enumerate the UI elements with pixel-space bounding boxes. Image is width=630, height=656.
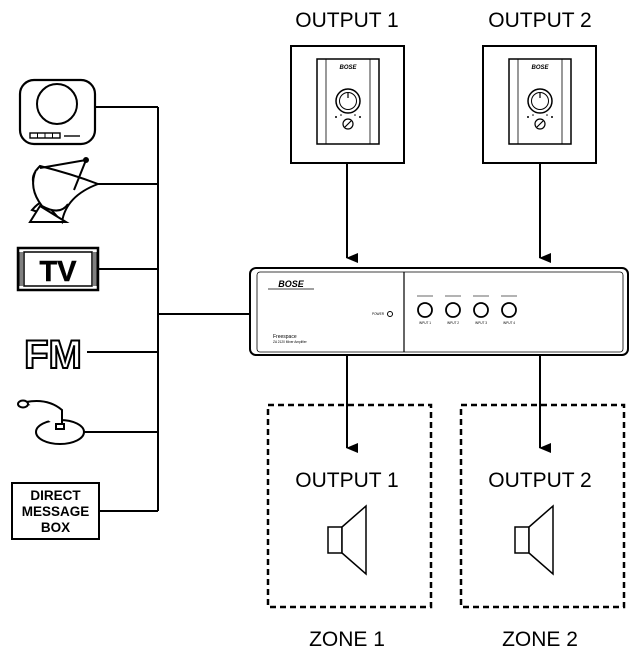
svg-text:INPUT 1: INPUT 1 (419, 321, 431, 325)
amp-brand: BOSE (278, 279, 305, 289)
speaker-icon (514, 504, 554, 576)
cd-player-icon (18, 78, 97, 146)
input-knob-1[interactable]: INPUT 1 (417, 302, 433, 325)
zone-2: OUTPUT 2 ZONE 2 (459, 403, 626, 651)
amp-model: Freespace (273, 334, 297, 340)
speaker-icon (327, 504, 367, 576)
zone2-output-label: OUTPUT 2 (488, 469, 591, 492)
microphone-icon (17, 399, 85, 445)
power-indicator (387, 311, 393, 317)
tv-icon: TV (16, 246, 100, 292)
input-knob-3[interactable]: INPUT 3 (473, 302, 489, 325)
wall-control-1-brand: BOSE (339, 65, 357, 71)
svg-text:INPUT 4: INPUT 4 (503, 321, 515, 325)
svg-text:INPUT 2: INPUT 2 (447, 321, 459, 325)
wall-control-2-brand: BOSE (531, 65, 549, 71)
direct-message-box: DIRECT MESSAGE BOX (11, 482, 100, 540)
input-bus (82, 106, 250, 512)
wall-control-2: BOSE (482, 45, 597, 164)
dmb-line1: DIRECT (30, 488, 81, 503)
input-knob-2[interactable]: INPUT 2 (445, 302, 461, 325)
zone1-label: ZONE 1 (309, 628, 385, 651)
amp-description: ZA 2120 Mixer Amplifier (273, 340, 308, 344)
zone-1: OUTPUT 1 ZONE 1 (266, 403, 433, 651)
power-label: POWER (372, 312, 385, 316)
dmb-line3: BOX (41, 520, 70, 535)
input-knob-4[interactable]: INPUT 4 (501, 302, 517, 325)
dmb-line2: MESSAGE (22, 504, 90, 519)
wall-control-1-title: OUTPUT 1 (295, 9, 398, 32)
fm-radio-icon: FM (23, 332, 83, 378)
mixer-amplifier: BOSE Freespace ZA 2120 Mixer Amplifier P… (249, 267, 629, 356)
wall-control-1: BOSE (290, 45, 405, 164)
satellite-dish-icon (28, 157, 101, 225)
zone1-output-label: OUTPUT 1 (295, 469, 398, 492)
zone2-label: ZONE 2 (502, 628, 578, 651)
fm-label: FM (24, 333, 82, 377)
tv-label: TV (39, 256, 77, 288)
wall-control-2-title: OUTPUT 2 (488, 9, 591, 32)
svg-text:INPUT 3: INPUT 3 (475, 321, 487, 325)
